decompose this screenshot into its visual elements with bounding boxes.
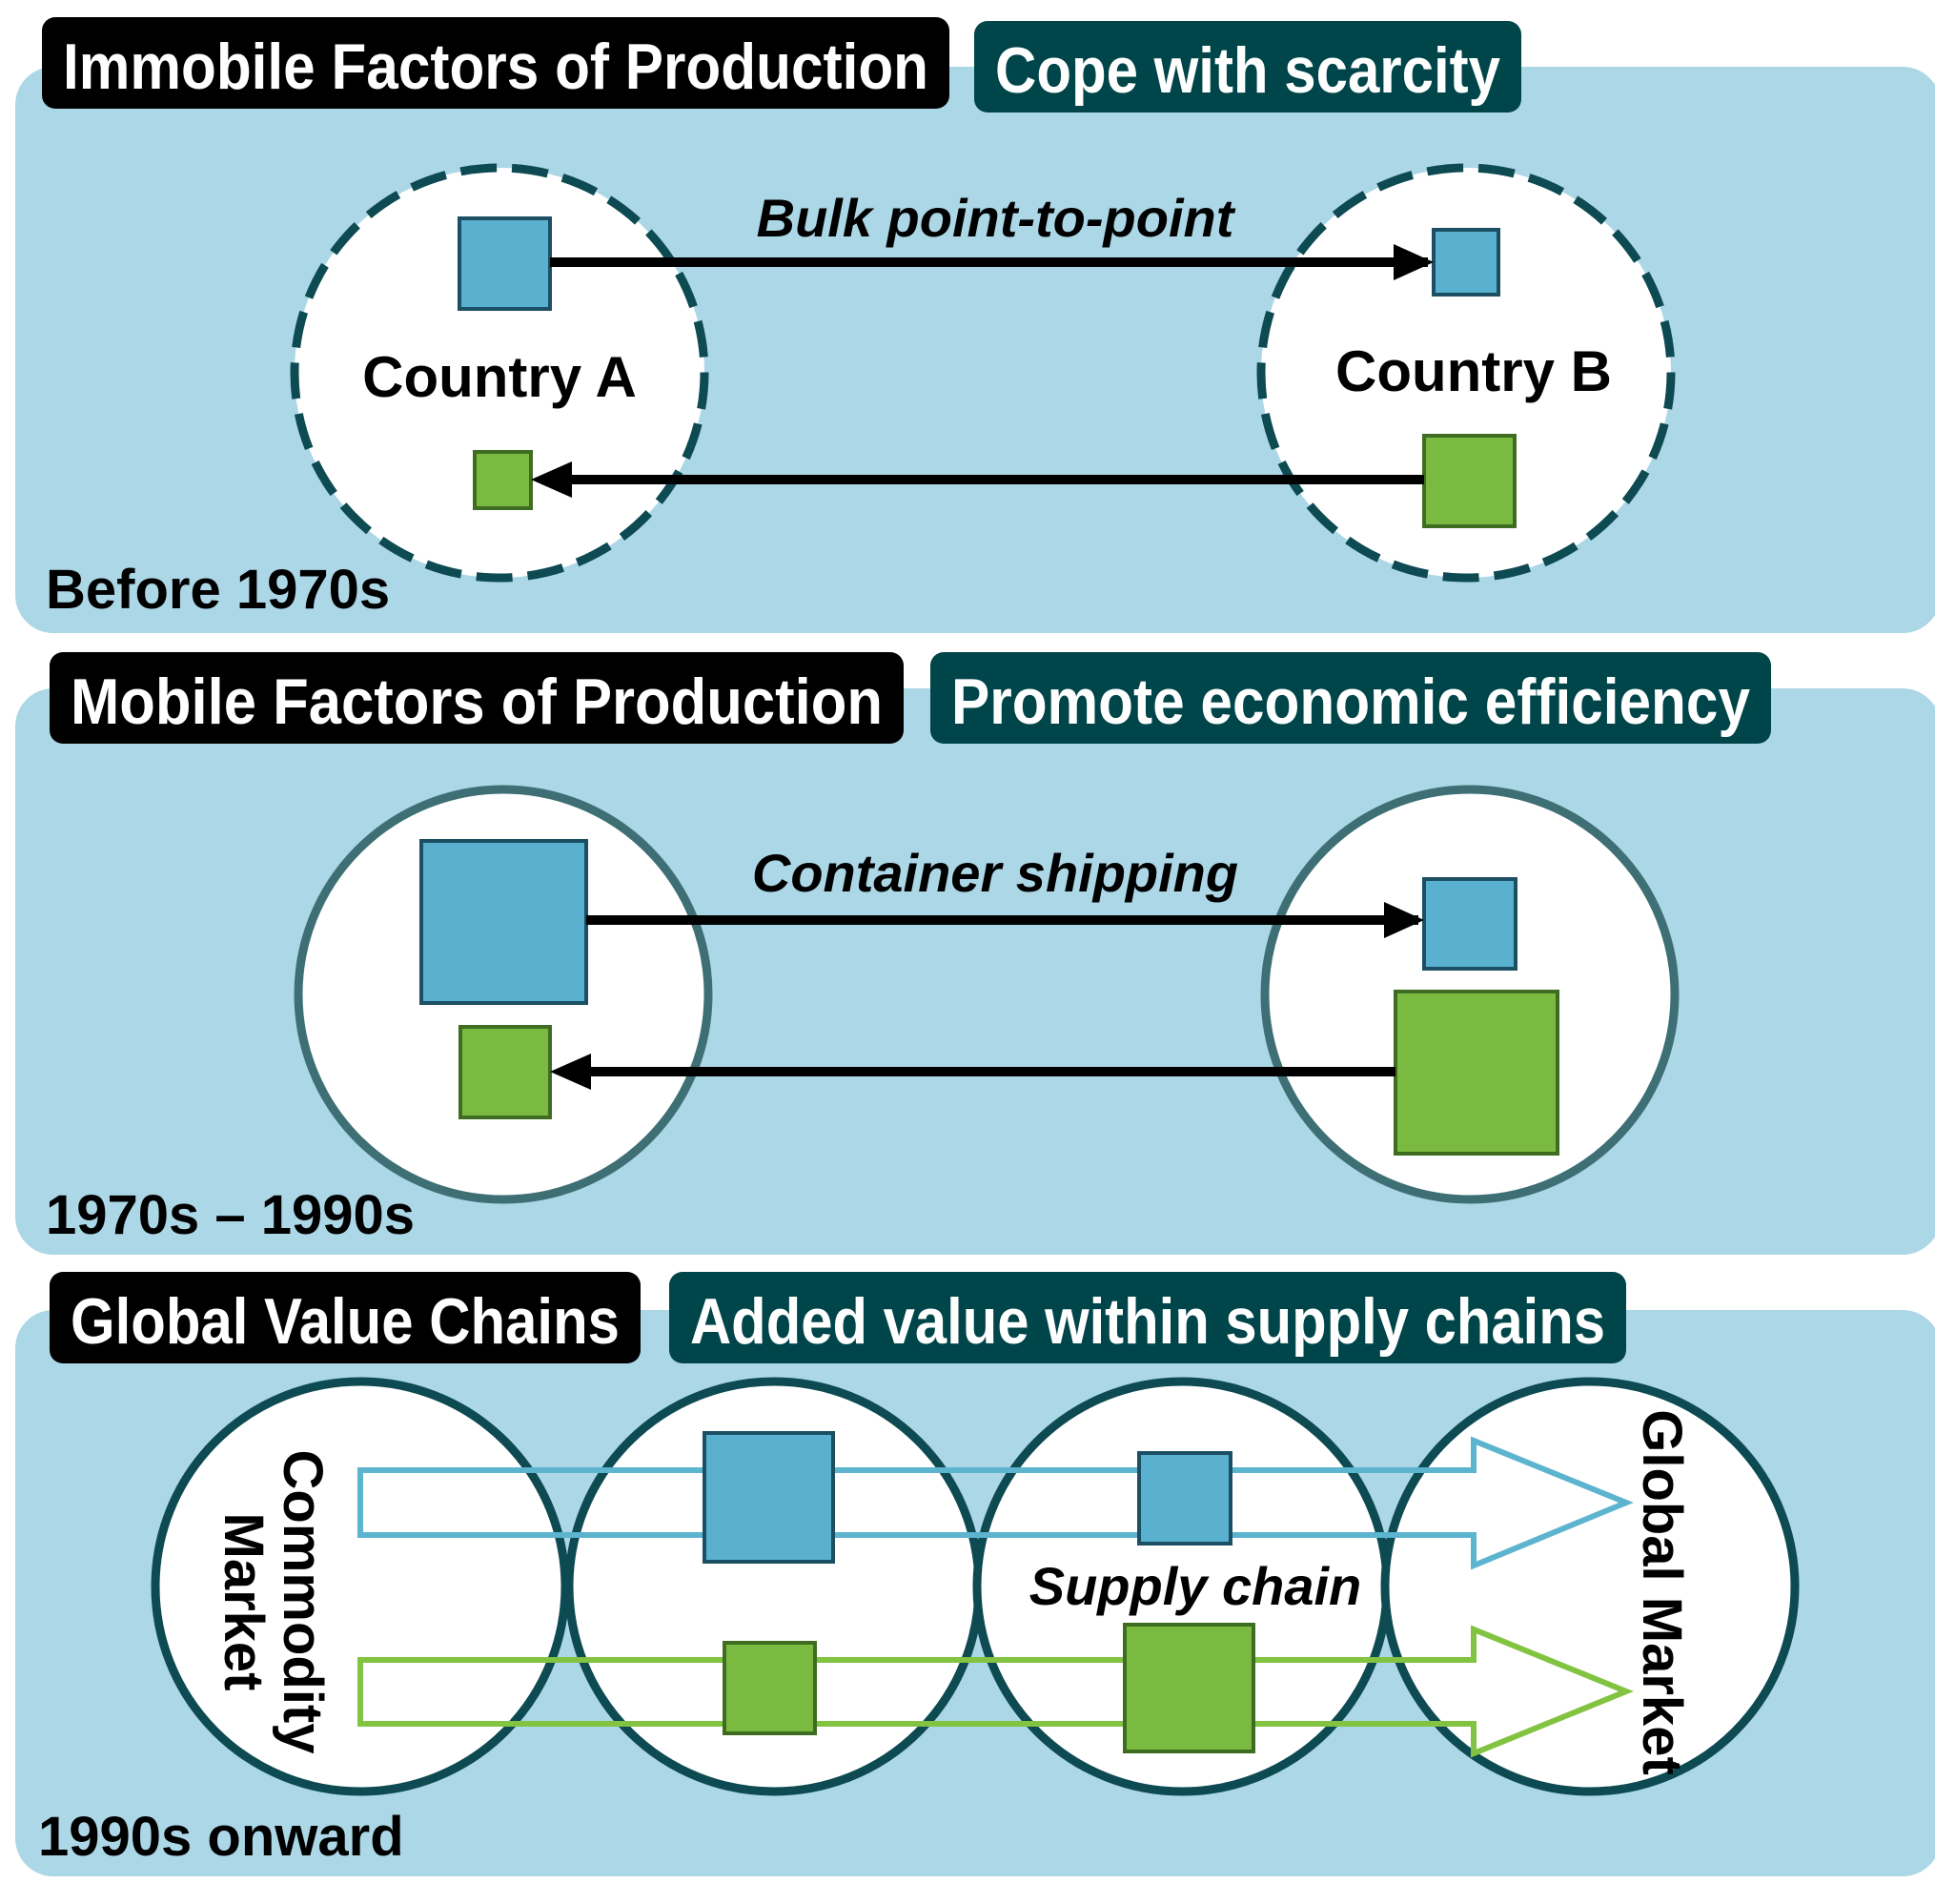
era-label: Before 1970s: [46, 559, 390, 621]
goal-text: Cope with scarcity: [995, 34, 1500, 107]
title-tag: [50, 1272, 641, 1363]
blue-square-small: [1137, 1451, 1232, 1546]
green-square-small: [723, 1641, 817, 1735]
goal-tag: [974, 21, 1521, 113]
import-blue-square-b: [1422, 877, 1517, 971]
blue-square-large: [703, 1431, 835, 1564]
goal-text: Added value within supply chains: [690, 1285, 1605, 1358]
arrowhead-right-icon: [1394, 244, 1434, 280]
country-a-label: Country A: [362, 345, 637, 409]
title-text: Global Value Chains: [71, 1285, 620, 1358]
export-blue-square-a: [458, 216, 552, 311]
flow-label: Bulk point-to-point: [757, 188, 1236, 248]
arrowhead-left-icon: [531, 461, 572, 498]
import-green-square-a: [473, 450, 533, 510]
import-green-square-a: [458, 1025, 552, 1119]
import-blue-square-b: [1432, 228, 1500, 297]
panel-before-1970s: Bulk point-to-point Country A Country B …: [15, 17, 1935, 633]
export-green-square-b: [1394, 990, 1559, 1156]
title-tag: [50, 652, 904, 744]
supply-chain-label: Supply chain: [1029, 1556, 1362, 1616]
arrowhead-right-icon: [1384, 902, 1424, 938]
goal-tag: [669, 1272, 1626, 1363]
panel-1990s-onward: Commodity Market Supply chain Global Mar…: [15, 1272, 1935, 1876]
global-market-circle: [1380, 1377, 1800, 1796]
title-text: Immobile Factors of Production: [63, 31, 928, 103]
title-text: Mobile Factors of Production: [71, 665, 883, 738]
era-label: 1970s – 1990s: [46, 1184, 415, 1246]
panel-1970s-1990s: Container shipping 1970s – 1990s Mobile …: [15, 652, 1935, 1255]
green-value-chain-arrow-icon: [357, 1625, 1634, 1758]
commodity-label-line1: Commodity: [272, 1450, 334, 1754]
arrowhead-left-icon: [550, 1054, 591, 1090]
goal-text: Promote economic efficiency: [951, 665, 1750, 738]
title-tag: [42, 17, 949, 109]
blue-value-chain-arrow-icon: [357, 1436, 1634, 1570]
commodity-label-line2: Market: [213, 1513, 275, 1691]
global-market-label: Global Market: [1631, 1409, 1693, 1775]
country-b-label: Country B: [1335, 339, 1612, 403]
era-label: 1990s onward: [38, 1806, 404, 1868]
export-blue-square-a: [419, 839, 588, 1005]
goal-tag: [930, 652, 1771, 744]
flow-label: Container shipping: [752, 843, 1238, 903]
green-square-large: [1123, 1623, 1255, 1753]
export-green-square-b: [1422, 434, 1517, 528]
